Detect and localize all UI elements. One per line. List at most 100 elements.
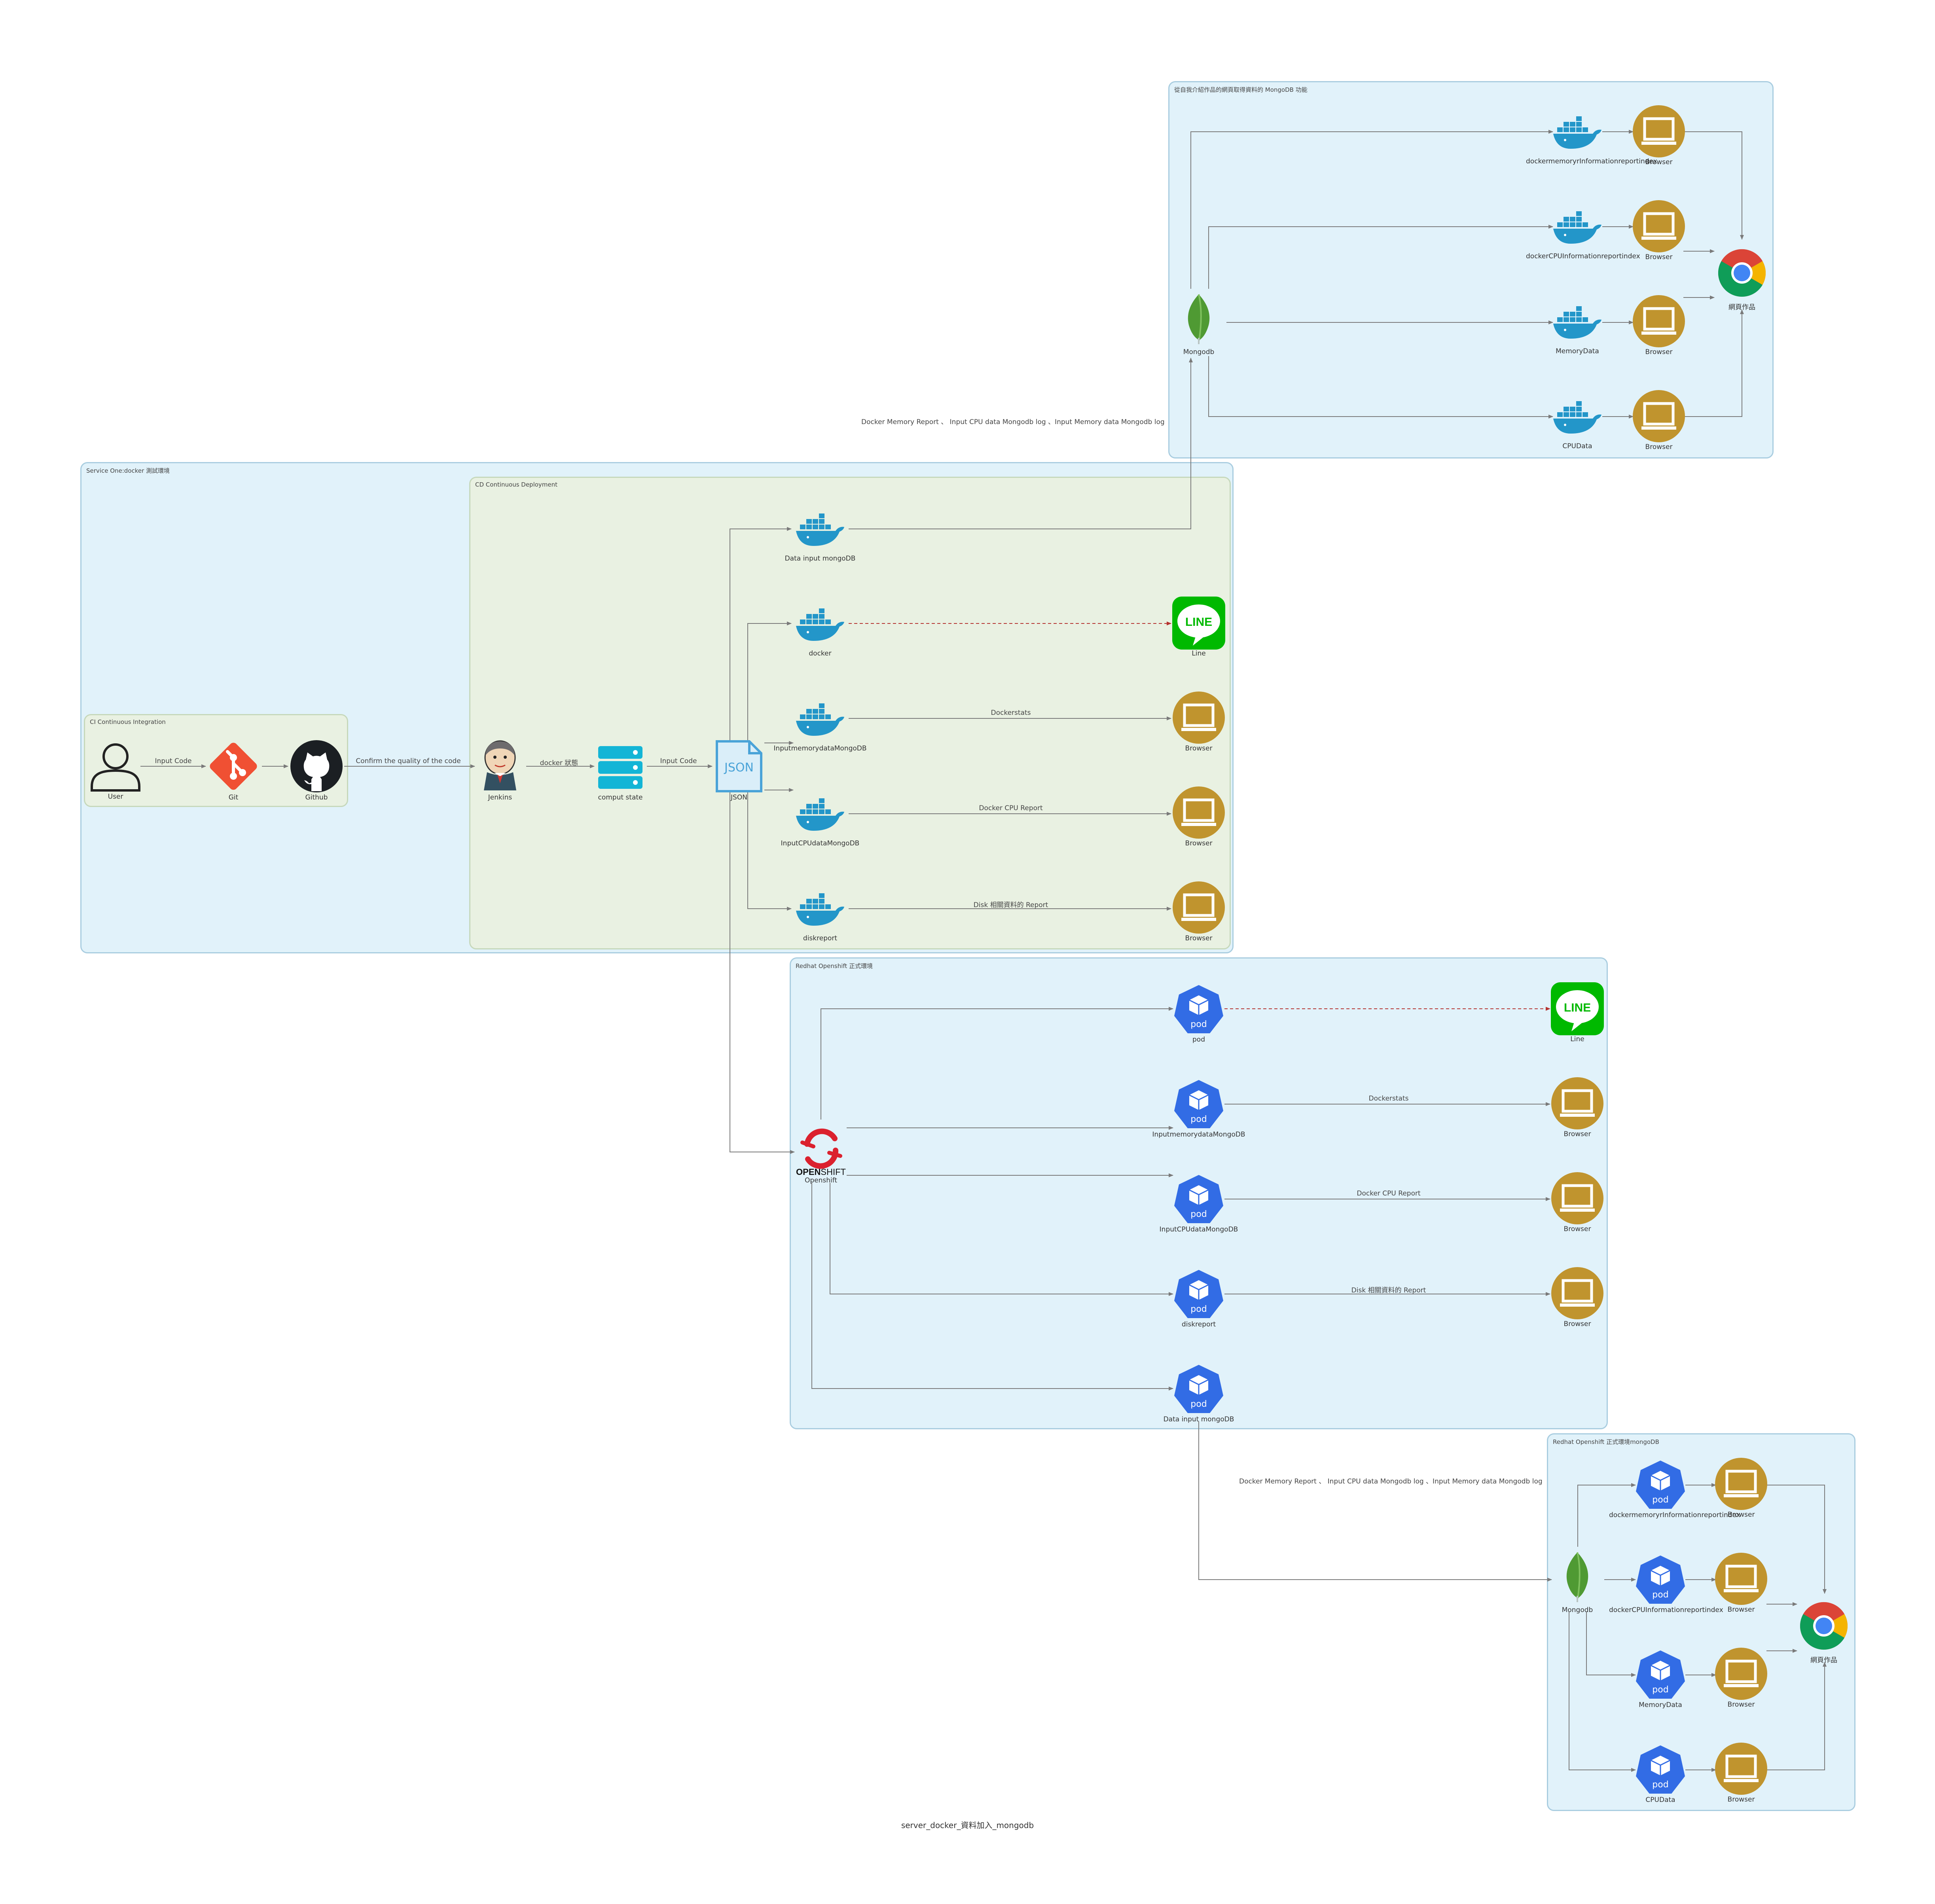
server-icon	[598, 746, 642, 789]
edge-label-dockerstats-redhat: Dockerstats	[1368, 1095, 1409, 1103]
edge-label-disk-report-redhat: Disk 相關資料的 Report	[1351, 1286, 1426, 1294]
edge-mongo-t4	[1208, 356, 1553, 419]
node-browser-redhat-2[interactable]: Browser	[1526, 1172, 1629, 1239]
node-browser-top-1[interactable]: Browser	[1607, 105, 1710, 172]
edge-label-disk-report: Disk 相關資料的 Report	[973, 901, 1048, 909]
node-github-label: Github	[305, 794, 328, 801]
cluster-cd: CD Continuous Deployment	[469, 477, 1231, 949]
browser-icon	[1715, 1743, 1767, 1795]
cluster-redhat-label: Redhat Openshift 正式環境	[796, 962, 873, 970]
node-memorydata-label: MemoryData	[1556, 347, 1599, 355]
user-icon	[91, 743, 140, 792]
pod-icon: pod	[1174, 1365, 1223, 1413]
node-openshift[interactable]: OPENSHIFT Openshift	[769, 1120, 872, 1191]
cluster-service-one-label: Service One:docker 測試環境	[86, 467, 170, 474]
browser-icon	[1715, 1458, 1767, 1510]
node-mongodb-top[interactable]: Mongodb	[1147, 294, 1250, 361]
node-browser-redhat-1[interactable]: Browser	[1526, 1077, 1629, 1144]
node-jenkins-label: Jenkins	[488, 794, 512, 801]
pod-icon: pod	[1636, 1650, 1685, 1699]
node-json[interactable]: JSON JSON	[688, 740, 790, 803]
pod-icon: pod	[1636, 1555, 1685, 1604]
node-chrome-bottom[interactable]: 網頁作品	[1772, 1601, 1875, 1669]
node-inputcpudata-mongodb[interactable]: InputCPUdataMongoDB	[769, 791, 872, 854]
node-browser-top-3-label: Browser	[1645, 348, 1673, 356]
node-browser-top-3[interactable]: Browser	[1607, 295, 1710, 362]
edge-os-disk	[830, 1183, 1173, 1296]
node-diskreport[interactable]: diskreport	[769, 886, 872, 949]
node-browser-cpu-report[interactable]: Browser	[1147, 786, 1250, 854]
node-browser-dockerstats[interactable]: Browser	[1147, 692, 1250, 759]
pod-icon: pod	[1174, 1270, 1223, 1318]
node-inputmemorydata-mongodb[interactable]: InputmemorydataMongoDB	[769, 696, 872, 760]
node-browser-bottom-3-label: Browser	[1727, 1701, 1755, 1709]
node-comput-state[interactable]: comput state	[569, 744, 672, 803]
node-pod-inputmemorydata-label: InputmemorydataMongoDB	[1152, 1131, 1245, 1139]
node-browser-dockerstats-label: Browser	[1185, 745, 1213, 752]
node-pod-inputcpudata-label: InputCPUdataMongoDB	[1159, 1226, 1238, 1233]
pod-icon: pod	[1174, 985, 1223, 1033]
node-browser-bottom-1[interactable]: Browser	[1690, 1458, 1793, 1525]
node-cpudata-label: CPUData	[1562, 442, 1592, 450]
node-pod-dockermemory-report-index-label: dockermemoryrInformationreportindex	[1609, 1511, 1740, 1519]
docker-icon	[796, 608, 844, 641]
mongodb-leaf-icon	[1188, 294, 1210, 344]
line-app-icon: LINE	[1551, 982, 1604, 1035]
node-mongodb-bottom[interactable]: Mongodb	[1526, 1552, 1629, 1619]
node-browser-top-2[interactable]: Browser	[1607, 200, 1710, 267]
browser-icon	[1173, 692, 1225, 744]
edge-bb4-chrome	[1766, 1662, 1827, 1770]
node-github[interactable]: Github	[265, 740, 368, 803]
node-browser-disk-report[interactable]: Browser	[1147, 881, 1250, 949]
node-dockercpu-report-index[interactable]: dockerCPUInformationreportindex	[1526, 204, 1640, 267]
docker-icon	[1553, 401, 1601, 434]
openshift-word-open: OPEN	[796, 1167, 821, 1177]
note-top-reports: Docker Memory Report 、 Input CPU data Mo…	[861, 418, 1165, 426]
node-memorydata[interactable]: MemoryData	[1526, 299, 1629, 362]
node-browser-redhat-3[interactable]: Browser	[1526, 1267, 1629, 1334]
git-icon	[210, 743, 257, 790]
node-browser-redhat-1-label: Browser	[1564, 1130, 1591, 1138]
node-browser-redhat-3-label: Browser	[1564, 1320, 1591, 1328]
node-dockermemory-report-index[interactable]: dockermemoryrInformationreportindex	[1526, 109, 1657, 172]
node-jenkins[interactable]: Jenkins	[449, 740, 552, 803]
docker-icon	[1553, 306, 1601, 339]
edge-rmongo-bmongo	[1198, 1421, 1552, 1582]
edge-json-docker	[747, 621, 792, 743]
node-browser-bottom-4[interactable]: Browser	[1690, 1743, 1793, 1810]
cluster-ci-label: CI Continuous Integration	[90, 718, 166, 726]
pod-icon-text: pod	[1652, 1780, 1668, 1790]
line-app-icon: LINE	[1172, 597, 1225, 650]
note-bottom-reports: Docker Memory Report 、 Input CPU data Mo…	[1239, 1478, 1543, 1485]
node-data-input-mongodb-label: Data input mongoDB	[785, 555, 856, 563]
browser-icon	[1633, 295, 1685, 347]
node-chrome-top[interactable]: 網頁作品	[1691, 248, 1793, 316]
pod-icon-text: pod	[1652, 1590, 1668, 1600]
node-chrome-top-label: 網頁作品	[1728, 303, 1755, 311]
node-inputmemorydata-mongodb-label: InputmemorydataMongoDB	[773, 745, 867, 752]
node-cpudata[interactable]: CPUData	[1526, 394, 1629, 457]
node-browser-bottom-2[interactable]: Browser	[1690, 1553, 1793, 1620]
node-browser-top-4[interactable]: Browser	[1607, 390, 1710, 457]
node-docker[interactable]: docker	[769, 601, 872, 665]
pod-icon-text: pod	[1652, 1685, 1668, 1695]
diagram-title: server_docker_資料加入_mongodb	[901, 1821, 1034, 1830]
node-data-input-mongodb[interactable]: Data input mongoDB	[769, 506, 872, 570]
chrome-icon	[1718, 249, 1766, 297]
node-browser-bottom-1-label: Browser	[1727, 1511, 1755, 1519]
node-user[interactable]: User	[64, 740, 167, 803]
node-git[interactable]: Git	[182, 740, 285, 803]
node-browser-bottom-3[interactable]: Browser	[1690, 1648, 1793, 1715]
node-mongodb-top-label: Mongodb	[1183, 348, 1215, 356]
